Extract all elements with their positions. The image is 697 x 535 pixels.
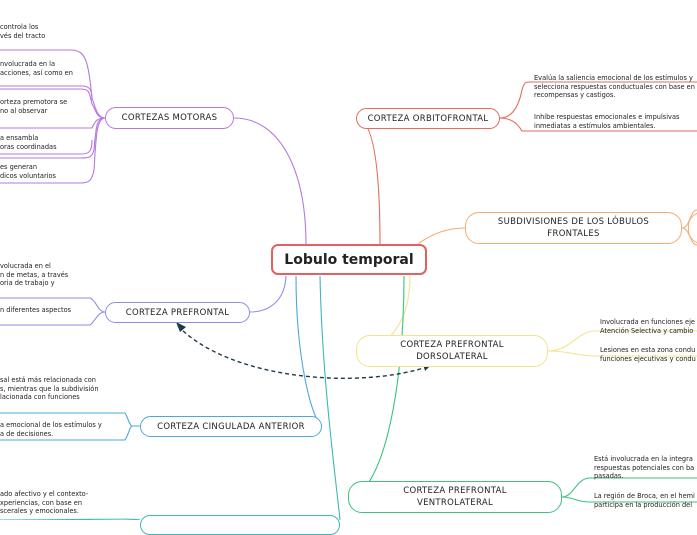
leaf-orbitofrontal-2[interactable]: Inhibe respuestas emocionales e impulsiv…	[534, 113, 680, 130]
leaf-orbitofrontal-1[interactable]: Evalúa la saliencia emocional de los est…	[534, 74, 695, 100]
leaf-prefrontal-2[interactable]: n diferentes aspectos	[0, 306, 72, 314]
leaf-prefrontal-1[interactable]: volucrada en el n de metas, a través ori…	[0, 262, 69, 288]
leaf-ventrolateral-1[interactable]: Está involucrada en la integra respuesta…	[594, 455, 695, 481]
leaf-dorsolateral-2[interactable]: Lesiones en esta zona condu funciones ej…	[600, 346, 696, 363]
node-subdivisiones[interactable]: SUBDIVISIONES DE LOS LÓBULOS FRONTALES	[465, 212, 682, 244]
leaf-motoras-1[interactable]: controla los vés del tracto	[0, 23, 46, 40]
leaf-motoras-2[interactable]: nvolucrada en la acciones, así como en	[0, 60, 73, 77]
node-ventrolateral-label: CORTEZA PREFRONTAL VENTROLATERAL	[403, 486, 507, 508]
leaf-cingulada-2[interactable]: a emocional de los estímulos y a de deci…	[0, 421, 102, 438]
central-topic[interactable]: Lobulo temporal	[271, 244, 427, 275]
node-bottom-left[interactable]	[140, 515, 340, 535]
node-corteza-prefrontal-label: CORTEZA PREFRONTAL	[125, 307, 230, 318]
node-corteza-cingulada-anterior[interactable]: CORTEZA CINGULADA ANTERIOR	[140, 416, 322, 437]
node-corteza-orbitofrontal[interactable]: CORTEZA ORBITOFRONTAL	[356, 108, 500, 129]
cortezas-motoras-connectors	[0, 49, 307, 246]
node-corteza-orbitofrontal-label: CORTEZA ORBITOFRONTAL	[367, 113, 489, 124]
node-cortezas-motoras-label: CORTEZAS MOTORAS	[121, 113, 218, 123]
leaf-motoras-5[interactable]: es generan dicos voluntarios	[0, 163, 56, 180]
node-dorsolateral-label: CORTEZA PREFRONTAL DORSOLATERAL	[400, 340, 504, 362]
relationship-arrow	[177, 325, 431, 379]
leaf-ventrolateral-2[interactable]: La región de Broca, en el hemi participa…	[594, 492, 695, 509]
central-topic-label: Lobulo temporal	[284, 251, 414, 268]
arrowhead-left	[176, 322, 186, 332]
node-corteza-prefrontal[interactable]: CORTEZA PREFRONTAL	[105, 302, 250, 323]
node-corteza-cingulada-label: CORTEZA CINGULADA ANTERIOR	[157, 421, 305, 432]
leaf-motoras-3[interactable]: orteza premotora se no al observar	[0, 98, 68, 115]
leaf-motoras-4[interactable]: a ensambla oras coordinadas	[0, 134, 57, 151]
node-prefrontal-dorsolateral[interactable]: CORTEZA PREFRONTAL DORSOLATERAL	[356, 335, 548, 367]
leaf-bottom-left-1[interactable]: ado afectivo y el contexto- xperiencias,…	[0, 490, 89, 516]
node-subdivisiones-label: SUBDIVISIONES DE LOS LÓBULOS FRONTALES	[497, 217, 650, 239]
node-cortezas-motoras[interactable]: CORTEZAS MOTORAS	[105, 107, 234, 129]
leaf-dorsolateral-1[interactable]: Involucrada en funciones eje Atención Se…	[600, 318, 695, 335]
corteza-prefrontal-connectors	[0, 275, 287, 326]
node-prefrontal-ventrolateral[interactable]: CORTEZA PREFRONTAL VENTROLATERAL	[348, 481, 562, 513]
leaf-cingulada-1[interactable]: sal está más relacionada con s, mientras…	[0, 376, 99, 402]
